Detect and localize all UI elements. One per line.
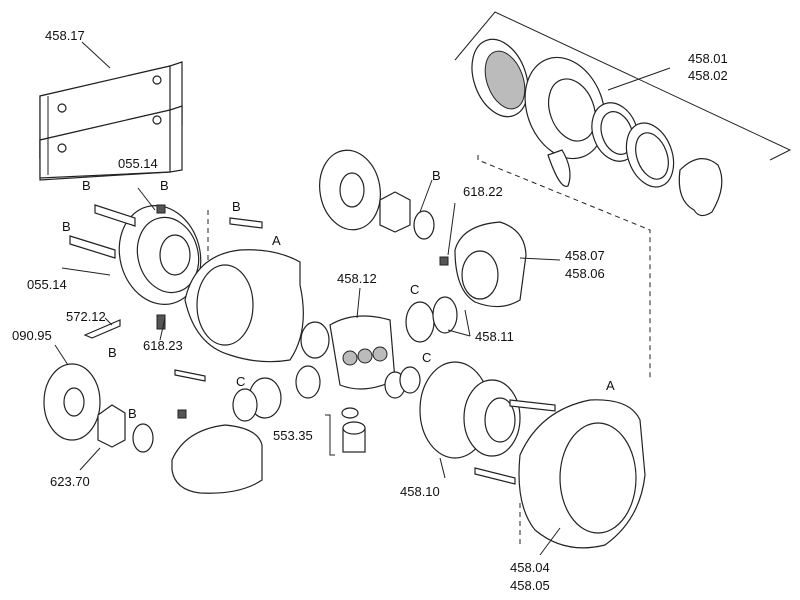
escutcheon-left-part	[43, 363, 154, 453]
o-ring-part	[384, 366, 421, 399]
shroud-cover-part	[439, 221, 527, 308]
mounting-ring-part	[118, 204, 202, 330]
trim-cover-group	[471, 38, 723, 217]
label-458-06: 458.06	[565, 266, 605, 281]
letter-a-left: A	[272, 233, 281, 248]
label-055-14-top: 055.14	[118, 156, 158, 171]
letter-b: B	[128, 406, 137, 421]
letter-c: C	[410, 282, 419, 297]
label-618-22: 618.22	[463, 184, 503, 199]
cartridge-part	[419, 361, 556, 485]
label-458-17: 458.17	[45, 28, 85, 43]
check-valve-part	[341, 407, 366, 453]
letter-c: C	[236, 374, 245, 389]
letter-a-right: A	[606, 378, 615, 393]
housing-a-left-part	[184, 249, 304, 363]
letter-b: B	[108, 345, 117, 360]
label-458-11: 458.11	[475, 329, 514, 344]
mounting-bracket-part	[39, 61, 183, 181]
label-458-02: 458.02	[688, 68, 728, 83]
wall-anchor-part	[69, 204, 263, 382]
escutcheon-top-part	[319, 149, 435, 240]
label-090-95: 090.95	[12, 328, 52, 343]
label-623-70: 623.70	[50, 474, 90, 489]
letter-b: B	[232, 199, 241, 214]
letter-b: B	[62, 219, 71, 234]
label-618-23: 618.23	[143, 338, 183, 353]
label-458-07: 458.07	[565, 248, 605, 263]
letter-b: B	[160, 178, 169, 193]
valve-body-part	[295, 315, 396, 399]
letter-b: B	[432, 168, 441, 183]
label-458-12: 458.12	[337, 271, 377, 286]
letter-c: C	[422, 350, 431, 365]
end-cap-part	[171, 409, 263, 494]
connector-c-part	[232, 296, 458, 422]
label-458-10: 458.10	[400, 484, 440, 499]
label-458-01: 458.01	[688, 51, 728, 66]
label-572-12: 572.12	[66, 309, 106, 324]
label-055-14-left: 055.14	[27, 277, 67, 292]
label-458-05: 458.05	[510, 578, 550, 593]
letter-b: B	[82, 178, 91, 193]
housing-a-right-part	[518, 399, 646, 549]
label-553-35: 553.35	[273, 428, 313, 443]
label-458-04: 458.04	[510, 560, 550, 575]
